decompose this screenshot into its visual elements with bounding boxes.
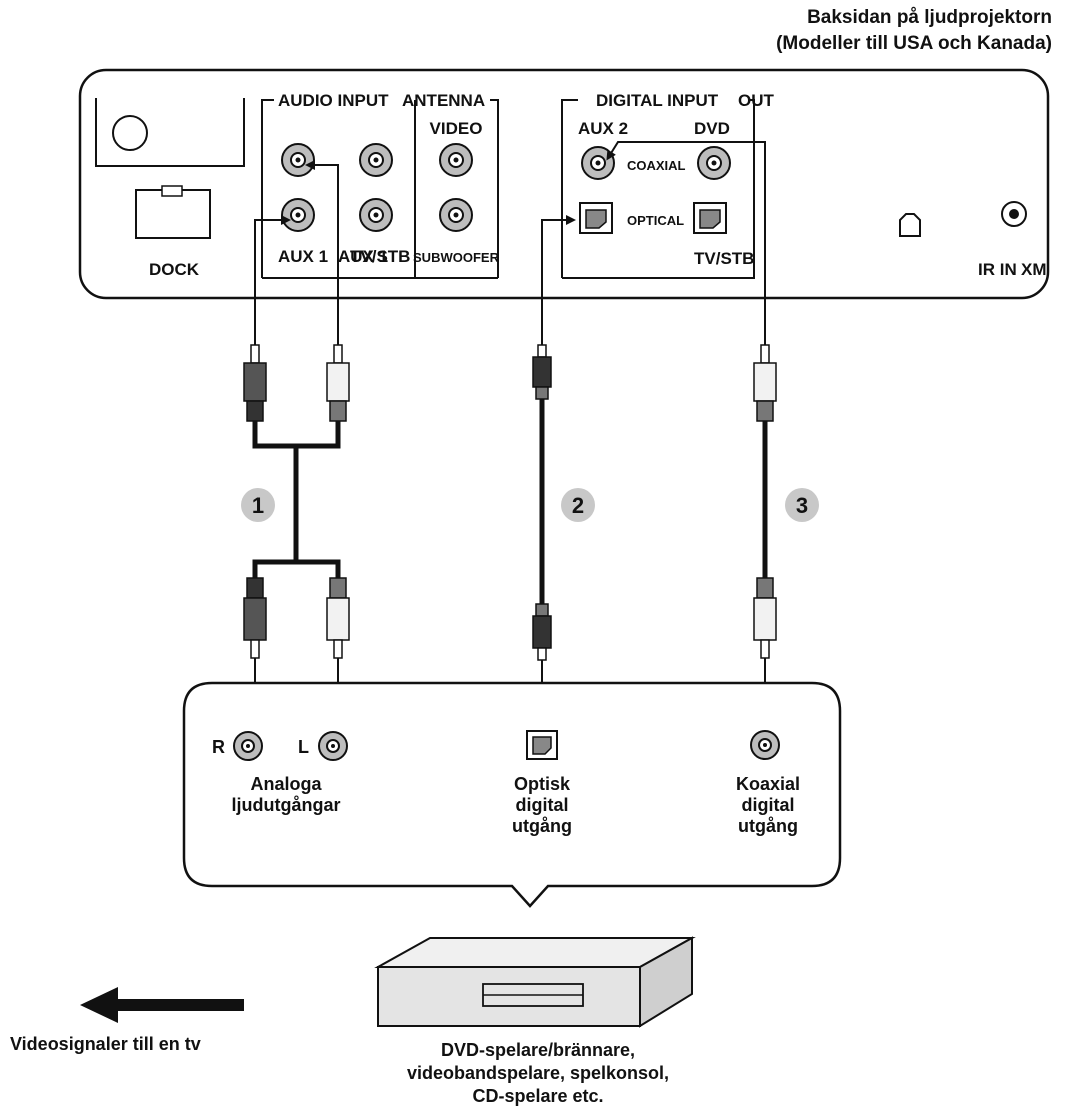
analog-out-l-jack (318, 731, 348, 761)
cable-3-number: 3 (796, 493, 808, 518)
dock-label: DOCK (149, 260, 200, 279)
power-knob-icon (112, 115, 148, 151)
coaxial-output-label-line-2: digital (742, 795, 795, 815)
cable-1-badge (241, 488, 275, 522)
video-group-label: VIDEO (430, 119, 483, 138)
cable-2-number: 2 (572, 493, 584, 518)
cable-3-badge (785, 488, 819, 522)
optical-label: OPTICAL (627, 213, 684, 228)
aux2-coaxial-jack (581, 146, 615, 180)
xm-port-icon (899, 213, 921, 237)
ir-in-label: IR IN (978, 260, 1017, 279)
tv-stb-left-jack (359, 143, 393, 177)
dock-port-icon (135, 185, 211, 239)
subwoofer-jack (439, 198, 473, 232)
rear-panel: DOCK AUDIO INPUT ANTENNA VIDEO (78, 68, 1050, 300)
aux2-optical-port (579, 202, 613, 234)
analog-outputs-label-line-1: Analoga (250, 774, 322, 794)
analog-plug-white-bottom (326, 577, 350, 659)
coaxial-out-jack (750, 730, 780, 760)
title-line-2: (Modeller till USA och Kanada) (776, 33, 1052, 54)
antenna-group-label: ANTENNA (402, 91, 485, 110)
analog-plug-red-bottom (243, 577, 267, 659)
optical-cable: 2 (532, 215, 595, 709)
left-channel-label: L (298, 737, 309, 757)
xm-label: XM (1021, 260, 1047, 279)
tv-stb-digital-label: TV/STB (694, 249, 754, 268)
right-channel-label: R (212, 737, 225, 757)
digital-input-group-label: DIGITAL INPUT (596, 91, 719, 110)
analog-outputs-label-line-2: ljudutgångar (232, 795, 341, 815)
audio-input-group-label: AUDIO INPUT (278, 91, 389, 110)
subwoofer-label: SUBWOOFER (413, 250, 500, 265)
title-line-1: Baksidan på ljudprojektorn (807, 7, 1052, 28)
device-caption-line-2: videobandspelare, spelkonsol, (407, 1063, 669, 1083)
aux1-label: AUX 1 (278, 247, 328, 266)
video-jack (439, 143, 473, 177)
coaxial-plug-top (753, 344, 777, 422)
optical-plug-bottom (532, 603, 552, 661)
dvd-label: DVD (694, 119, 730, 138)
ir-in-jack (1001, 201, 1027, 227)
aux1-left-jack (281, 143, 315, 177)
aux1-overlap-label: AUX 1 (338, 247, 388, 266)
tv-stb-analog-label: TV/STB (350, 247, 410, 266)
cable-2-badge (561, 488, 595, 522)
aux1-right-jack (281, 198, 315, 232)
source-output-panel: R L Analoga ljudutgångar Optisk digital … (182, 681, 842, 908)
optical-output-label-line-2: digital (516, 795, 569, 815)
dvd-coaxial-jack (697, 146, 731, 180)
analog-stereo-cable: 1 (241, 160, 350, 709)
analog-out-r-jack (233, 731, 263, 761)
video-signal-arrow (80, 987, 244, 1023)
optical-plug-top (532, 344, 552, 400)
coaxial-plug-bottom (753, 577, 777, 659)
coaxial-output-label-line-3: utgång (738, 816, 798, 836)
aux2-label: AUX 2 (578, 119, 628, 138)
analog-plug-red-top (243, 344, 267, 422)
out-group-label: OUT (738, 91, 775, 110)
optical-output-label-line-3: utgång (512, 816, 572, 836)
dvd-player-icon (374, 936, 696, 1028)
coaxial-output-label-line-1: Koaxial (736, 774, 800, 794)
video-signal-label: Videosignaler till en tv (10, 1034, 201, 1054)
optical-out-port (526, 730, 558, 760)
device-caption-line-1: DVD-spelare/brännare, (441, 1040, 635, 1060)
tv-stb-optical-port (693, 202, 727, 234)
cable-1-number: 1 (252, 493, 264, 518)
device-caption-line-3: CD-spelare etc. (472, 1086, 603, 1106)
coaxial-label: COAXIAL (627, 158, 686, 173)
optical-output-label-line-1: Optisk (514, 774, 571, 794)
tv-stb-right-jack (359, 198, 393, 232)
analog-plug-white-top (326, 344, 350, 422)
